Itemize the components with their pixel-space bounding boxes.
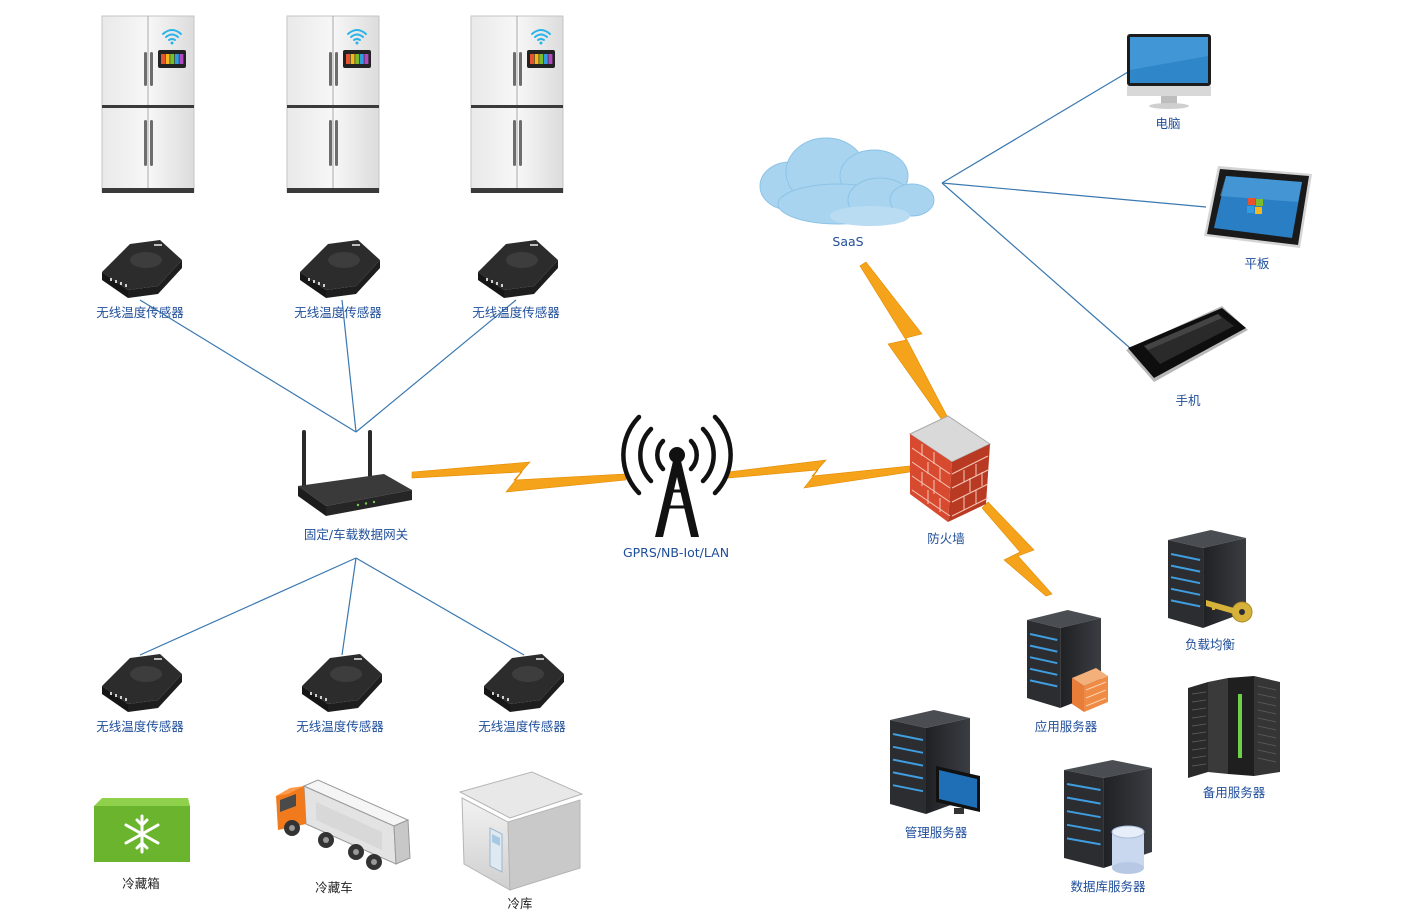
phone-label: 手机	[1175, 393, 1201, 408]
sensor-label-4: 无线温度传感器	[96, 719, 184, 734]
cold-store-icon	[458, 771, 584, 891]
phone-icon	[1126, 306, 1248, 382]
sensor-label-6: 无线温度传感器	[478, 719, 566, 734]
bolt-gateway-tower	[411, 461, 627, 493]
saas-label: SaaS	[832, 234, 863, 249]
link-cloud-phone	[941, 182, 1131, 349]
link-cloud-tablet	[941, 182, 1207, 208]
firewall-label: 防火墙	[927, 531, 965, 546]
cold-store-label: 冷库	[507, 896, 532, 911]
sensor-label-2: 无线温度传感器	[294, 305, 382, 320]
link-gateway-sensor-5	[341, 557, 357, 656]
truck-label: 冷藏车	[315, 880, 353, 895]
sensor-label-5: 无线温度传感器	[296, 719, 384, 734]
sensor-label-3: 无线温度传感器	[472, 305, 560, 320]
wireless-sensor-icon	[478, 240, 558, 298]
gateway-label: 固定/车载数据网关	[304, 527, 408, 542]
wireless-sensor-icon	[302, 654, 382, 712]
bolt-firewall-servers	[981, 501, 1053, 597]
key-icon	[1206, 600, 1253, 623]
router-icon	[298, 430, 412, 516]
radio-tower-icon	[621, 414, 733, 537]
fridge-screen	[527, 50, 555, 68]
fridge-screen	[343, 50, 371, 68]
wireless-links	[411, 261, 1053, 597]
link-gateway-sensor-4	[139, 557, 357, 656]
fridge-screen	[158, 50, 186, 68]
tower-label: GPRS/NB-Iot/LAN	[623, 545, 729, 560]
monitor-icon	[936, 766, 980, 814]
app-server-label: 应用服务器	[1035, 719, 1098, 734]
bolt-tower-firewall	[727, 459, 911, 489]
wireless-sensor-icon	[102, 240, 182, 298]
computer-icon	[1127, 34, 1211, 109]
smart-fridge-icon	[101, 15, 195, 193]
sensor-group	[102, 240, 564, 712]
diagram-labels: 无线温度传感器 无线温度传感器 无线温度传感器 无线温度传感器 无线温度传感器 …	[96, 116, 1270, 911]
bolt-saas-firewall	[859, 261, 949, 421]
sensor-label-1: 无线温度传感器	[96, 305, 184, 320]
wireless-sensor-icon	[300, 240, 380, 298]
computer-label: 电脑	[1155, 116, 1180, 131]
server-rack-icon	[1188, 676, 1280, 778]
wifi-icon	[347, 29, 367, 45]
fridge-row	[101, 15, 564, 193]
firewall-icon	[908, 415, 992, 522]
connection-lines	[139, 71, 1207, 656]
link-cloud-computer	[941, 71, 1129, 184]
link-gateway-sensor-6	[355, 557, 525, 656]
wifi-icon	[162, 29, 182, 45]
cloud-icon	[759, 137, 935, 226]
tablet-label: 平板	[1244, 256, 1270, 271]
truck-icon	[276, 779, 411, 870]
server-group	[890, 530, 1280, 874]
backup-server-label: 备用服务器	[1203, 785, 1266, 800]
smart-fridge-icon	[470, 15, 564, 193]
wifi-icon	[531, 29, 551, 45]
link-sensor-1-gateway	[139, 299, 357, 433]
mgmt-server-label: 管理服务器	[905, 825, 968, 840]
freezer-icon	[94, 798, 190, 862]
database-icon	[1111, 825, 1145, 874]
tablet-icon	[1204, 166, 1312, 248]
smart-fridge-icon	[286, 15, 380, 193]
link-sensor-3-gateway	[355, 299, 517, 433]
freezer-label: 冷藏箱	[122, 876, 160, 891]
wireless-sensor-icon	[484, 654, 564, 712]
wireless-sensor-icon	[102, 654, 182, 712]
firewall-icon	[1072, 668, 1108, 712]
db-server-label: 数据库服务器	[1070, 879, 1146, 894]
link-sensor-2-gateway	[341, 299, 357, 433]
load-balance-label: 负载均衡	[1185, 637, 1235, 652]
